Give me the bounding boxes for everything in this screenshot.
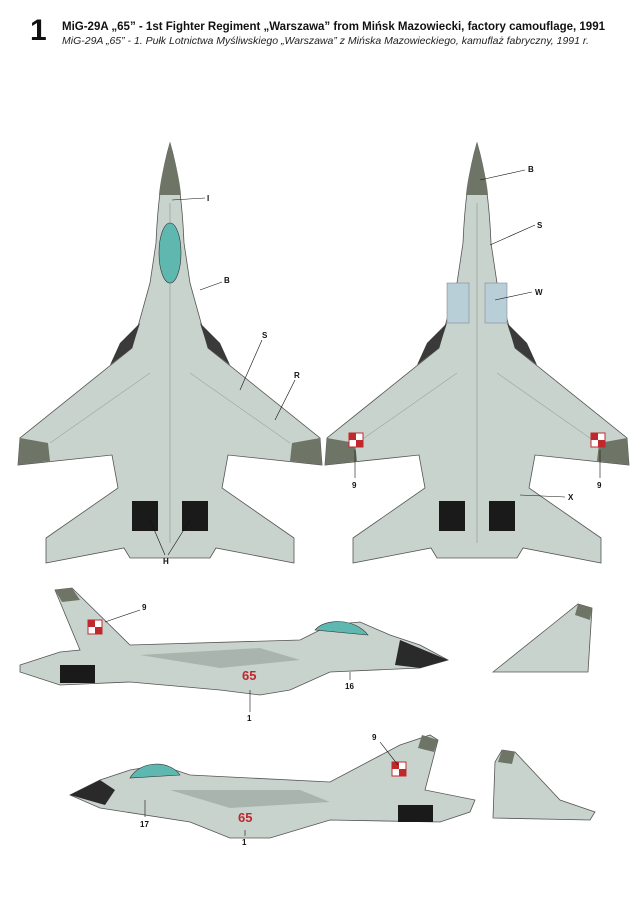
tactical-number: 65	[242, 668, 256, 683]
callout-S: S	[262, 331, 268, 340]
left-side-view: 65	[19, 587, 450, 696]
callout-16: 16	[345, 682, 354, 691]
callout-R: R	[294, 371, 300, 380]
callout-X: X	[568, 493, 574, 502]
canopy	[158, 222, 182, 284]
title-polish: MiG-29A „65” - 1. Pułk Lotnictwa Myśliws…	[62, 35, 589, 47]
callout-1: 1	[247, 714, 252, 723]
insignia	[391, 761, 407, 777]
callout-H: H	[163, 557, 169, 566]
bottom-view-callouts	[354, 169, 601, 498]
callout-I: I	[207, 194, 209, 203]
callout-B: B	[528, 165, 534, 174]
title-english: MiG-29A „65” - 1st Fighter Regiment „War…	[62, 21, 605, 33]
tactical-number: 65	[238, 810, 252, 825]
callout-W: W	[535, 288, 543, 297]
insignia-right-wing	[590, 432, 606, 448]
insignia-left-wing	[348, 432, 364, 448]
insignia	[87, 619, 103, 635]
top-view-callouts	[149, 197, 296, 556]
callout-1: 1	[242, 838, 247, 847]
bottom-view	[324, 142, 630, 564]
callout-9-left: 9	[352, 481, 357, 490]
scheme-number: 1	[30, 14, 47, 47]
right-side-callouts	[144, 741, 399, 836]
callout-S: S	[537, 221, 543, 230]
callout-9-right: 9	[597, 481, 602, 490]
top-view	[17, 142, 323, 564]
callout-9: 9	[372, 733, 377, 742]
callout-9: 9	[142, 603, 147, 612]
tail-fin-detail	[492, 749, 596, 821]
left-side-callouts	[104, 609, 351, 712]
callout-B: B	[224, 276, 230, 285]
callout-17: 17	[140, 820, 149, 829]
right-side-view: 65	[69, 734, 476, 839]
